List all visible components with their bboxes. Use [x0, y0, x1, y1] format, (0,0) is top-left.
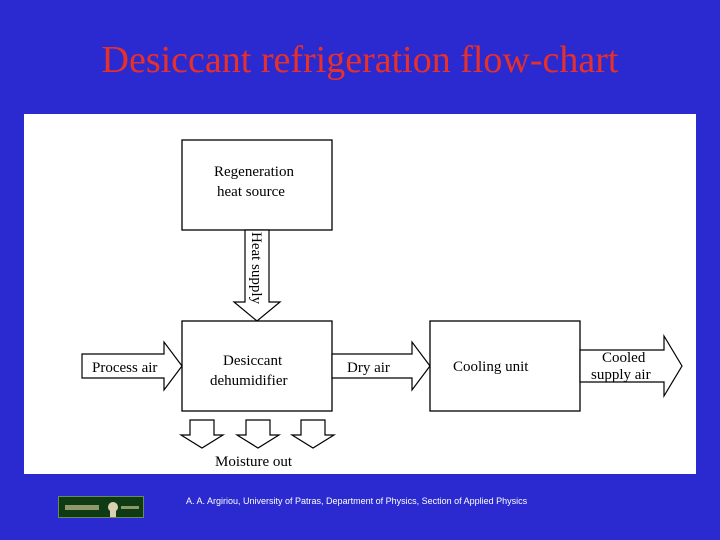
desiccant-label-line1: Desiccant	[223, 353, 283, 369]
dry-air-label: Dry air	[347, 360, 390, 376]
flowchart-diagram: Regeneration heat source Heat supply Des…	[81, 139, 683, 470]
desiccant-label-line2: dehumidifier	[210, 373, 287, 389]
cooling-unit-box	[429, 320, 581, 412]
regeneration-box	[181, 139, 333, 231]
heat-supply-label: Heat supply	[248, 232, 264, 305]
regeneration-label-line1: Regeneration	[214, 164, 294, 180]
heat-supply-arrow	[232, 229, 282, 322]
regeneration-label-line2: heat source	[217, 184, 285, 200]
moisture-out-arrow-1	[178, 419, 226, 449]
university-logo	[58, 496, 144, 518]
footer-credit: A. A. Argiriou, University of Patras, De…	[186, 496, 528, 506]
flowchart-panel: Regeneration heat source Heat supply Des…	[24, 114, 696, 474]
cooled-supply-label-line1: Cooled	[602, 350, 646, 366]
moisture-out-arrow-3	[289, 419, 337, 449]
moisture-out-arrow-2	[234, 419, 282, 449]
cooling-unit-label: Cooling unit	[453, 359, 529, 375]
moisture-out-label: Moisture out	[215, 454, 293, 470]
process-air-label: Process air	[92, 360, 157, 376]
dry-air-arrow	[331, 340, 431, 392]
cooled-supply-label-line2: supply air	[591, 367, 651, 383]
cooled-supply-air-arrow	[579, 333, 683, 399]
logo-emblem-icon	[65, 502, 139, 517]
slide-title: Desiccant refrigeration flow-chart	[101, 39, 619, 81]
process-air-arrow	[81, 340, 183, 392]
